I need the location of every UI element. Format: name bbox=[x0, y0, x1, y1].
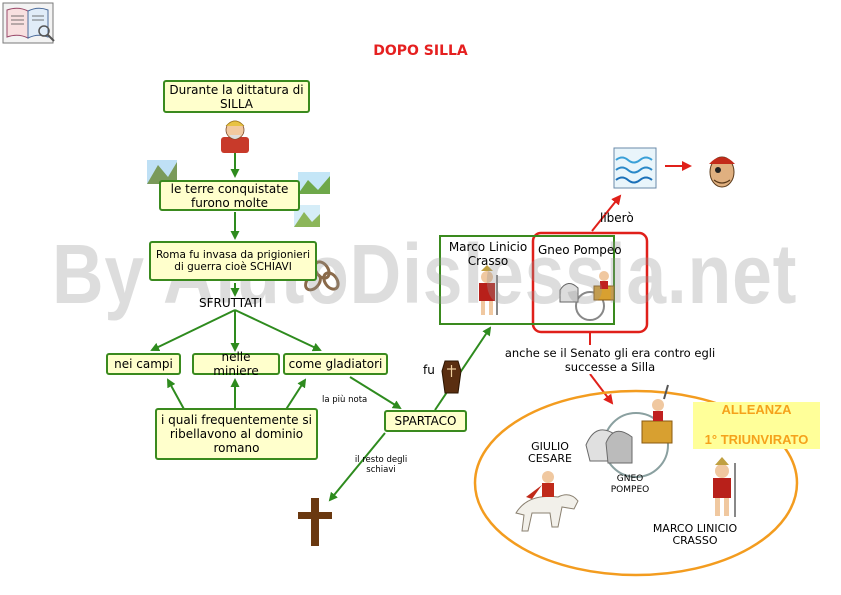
arrow-ribelli-gladiatori bbox=[284, 378, 307, 412]
arrow-ribelli-campi bbox=[167, 378, 186, 412]
arrow-spartaco-cross bbox=[328, 432, 386, 502]
silla-portrait-icon bbox=[221, 120, 249, 153]
page-title: DOPO SILLA bbox=[373, 43, 468, 59]
pompeo-highlight-frame bbox=[531, 231, 649, 334]
label-resto-schiavi: il resto degli schiavi bbox=[354, 455, 408, 475]
arrow-pompeo-sea bbox=[591, 194, 622, 232]
coffin-icon bbox=[441, 360, 462, 394]
cross-icon bbox=[298, 498, 332, 546]
label-senato: anche se il Senato gli era contro egli s… bbox=[498, 346, 722, 374]
red-arrows bbox=[589, 161, 692, 405]
alliance-cesare: GIULIO CESARE bbox=[528, 440, 572, 465]
alliance-chariot-icon bbox=[585, 384, 673, 478]
node-sfruttati: SFRUTTATI bbox=[199, 296, 263, 310]
node-roma[interactable]: Roma fu invasa da prigionieri di guerra … bbox=[149, 241, 317, 281]
node-gladiatori[interactable]: come gladiatori bbox=[283, 353, 388, 375]
label-libero: liberò bbox=[600, 211, 634, 225]
alliance-title: ALLEANZA bbox=[721, 402, 792, 417]
node-pompeo[interactable]: Gneo Pompeo bbox=[538, 243, 622, 257]
arrow-pompeo-alliance bbox=[589, 373, 614, 405]
node-spartaco[interactable]: SPARTACO bbox=[384, 410, 467, 432]
arrow-sfruttati-gladiatori bbox=[234, 309, 322, 352]
label-fu: fu bbox=[423, 363, 435, 377]
horseman-icon bbox=[515, 471, 579, 532]
alliance-soldier-icon bbox=[713, 457, 736, 517]
alliance-box[interactable]: ALLEANZA 1° TRIUNVIRATO bbox=[693, 402, 820, 449]
sea-waves-icon bbox=[613, 147, 657, 189]
node-ribellavano[interactable]: i quali frequentemente si ribellavono al… bbox=[155, 408, 318, 460]
node-dittatura[interactable]: Durante la dittatura di SILLA bbox=[163, 80, 310, 113]
alliance-subtitle: 1° TRIUNVIRATO bbox=[704, 432, 809, 447]
chariot-icon bbox=[559, 271, 615, 321]
alliance-pompeo: GNEO POMPEO bbox=[610, 474, 650, 495]
label-piu-nota: la più nota bbox=[322, 395, 368, 405]
node-terre[interactable]: le terre conquistate furono molte bbox=[159, 180, 300, 211]
node-miniere[interactable]: nelle miniere bbox=[192, 350, 280, 378]
arrow-spartaco-crasso bbox=[434, 326, 492, 411]
pirate-icon bbox=[709, 156, 735, 188]
node-campi[interactable]: nei campi bbox=[106, 353, 181, 375]
book-icon[interactable] bbox=[2, 2, 55, 44]
alliance-crasso: MARCO LINICIO CRASSO bbox=[652, 522, 738, 547]
alliance-ellipse bbox=[473, 389, 799, 577]
soldier-icon bbox=[479, 265, 498, 315]
flow-arrows bbox=[150, 153, 492, 502]
node-crasso[interactable]: Marco Linicio Crasso bbox=[448, 240, 528, 268]
crasso-frame bbox=[439, 235, 615, 325]
arrow-sfruttati-campi bbox=[150, 309, 236, 352]
arrow-gladiatori-spartaco bbox=[349, 376, 402, 410]
